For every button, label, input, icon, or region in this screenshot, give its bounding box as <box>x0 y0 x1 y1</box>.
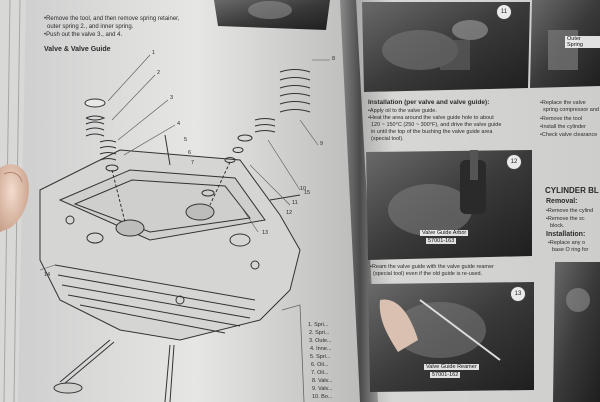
callout-12: 12 <box>286 210 293 216</box>
ream-bullet-2: (special tool) even if the old guide is … <box>373 271 483 277</box>
removal-heading: Removal: <box>546 198 578 205</box>
cylinder-block-heading: CYLINDER BL <box>545 186 599 195</box>
parts-item-1: 1. Spri... <box>308 322 329 328</box>
cylinder-head-diagram <box>39 54 330 402</box>
callout-9: 9 <box>320 141 324 147</box>
parts-item-4: 4. Inne... <box>310 346 332 352</box>
left-top-bullet-1: •Remove the tool, and then remove spring… <box>44 16 180 22</box>
far-right-bullet-1: •Replace the valve <box>540 100 586 106</box>
installation-item-1: •Replace any o <box>548 240 586 246</box>
parts-item-7: 7. Oil... <box>311 370 329 376</box>
parts-item-5: 5. Spri... <box>310 354 331 360</box>
callout-6: 6 <box>188 150 192 156</box>
left-top-bullet-2: outer spring 2., and inner spring. <box>47 24 134 30</box>
removal-item-1: •Remove the cylind <box>546 208 594 214</box>
outer-spring-label: Outer Spring <box>565 36 600 48</box>
removal-item-3: block. <box>550 223 565 229</box>
callout-8: 8 <box>332 56 336 62</box>
far-right-bullet-2: spring compressor and <box>543 107 599 113</box>
far-right-bullet-3: •Remove the tool <box>540 116 582 122</box>
removal-item-2: •Remove the sc <box>546 216 585 222</box>
callout-11: 11 <box>292 200 298 206</box>
parts-item-2: 2. Spri... <box>309 330 330 336</box>
install-heading: Installation (per valve and valve guide)… <box>368 99 490 106</box>
fig13-caption-number: 57001-162 <box>430 372 461 378</box>
fig13-caption-name: Valve Guide Reamer <box>424 364 479 370</box>
callout-14: 14 <box>44 272 51 278</box>
install-bullet-1: •Apply oil to the valve guide. <box>368 108 437 114</box>
fig12-caption-name: Valve Guide Arbor <box>420 230 469 236</box>
callout-15: 15 <box>304 190 311 196</box>
fig-12-number: 12 <box>506 154 522 170</box>
callout-3: 3 <box>170 95 174 101</box>
install-bullet-3: 120 ~ 150°C (250 ~ 300°F), and drive the… <box>371 122 502 128</box>
callout-5: 5 <box>184 137 188 143</box>
callout-7: 7 <box>191 160 195 166</box>
installation-heading: Installation: <box>546 231 586 238</box>
installation-item-2: base O ring for <box>552 247 589 253</box>
install-bullet-5: (special tool). <box>371 136 404 142</box>
far-right-bottom-photo <box>553 262 600 402</box>
parts-item-9: 9. Valv... <box>312 386 333 392</box>
callout-10: 10 <box>300 186 307 192</box>
parts-item-6: 6. Oil... <box>311 362 329 368</box>
fig-11-number: 11 <box>496 4 512 20</box>
callout-1: 1 <box>152 50 156 56</box>
parts-item-10: 10. Bo... <box>312 394 333 400</box>
install-bullet-2: •Heat the area around the valve guide ho… <box>368 115 494 121</box>
far-right-bullet-4: •Install the cylinder <box>540 124 586 130</box>
left-top-bullet-3: •Push out the valve 3., and 4. <box>44 32 123 38</box>
callout-4: 4 <box>177 121 181 127</box>
parts-item-3: 3. Oute... <box>309 338 332 344</box>
fig-13-number: 13 <box>510 286 526 302</box>
parts-item-8: 8. Valv... <box>312 378 333 384</box>
far-right-bullet-5: •Check valve clearance <box>540 132 598 138</box>
section-title: Valve & Valve Guide <box>44 46 111 53</box>
callout-13: 13 <box>262 230 269 236</box>
ream-bullet-1: •Ream the valve guide with the valve gui… <box>370 264 494 270</box>
fig12-caption-number: 57001-163 <box>426 238 457 244</box>
install-bullet-4: in until the top of the bushing the valv… <box>371 129 493 135</box>
callout-2: 2 <box>157 70 161 76</box>
